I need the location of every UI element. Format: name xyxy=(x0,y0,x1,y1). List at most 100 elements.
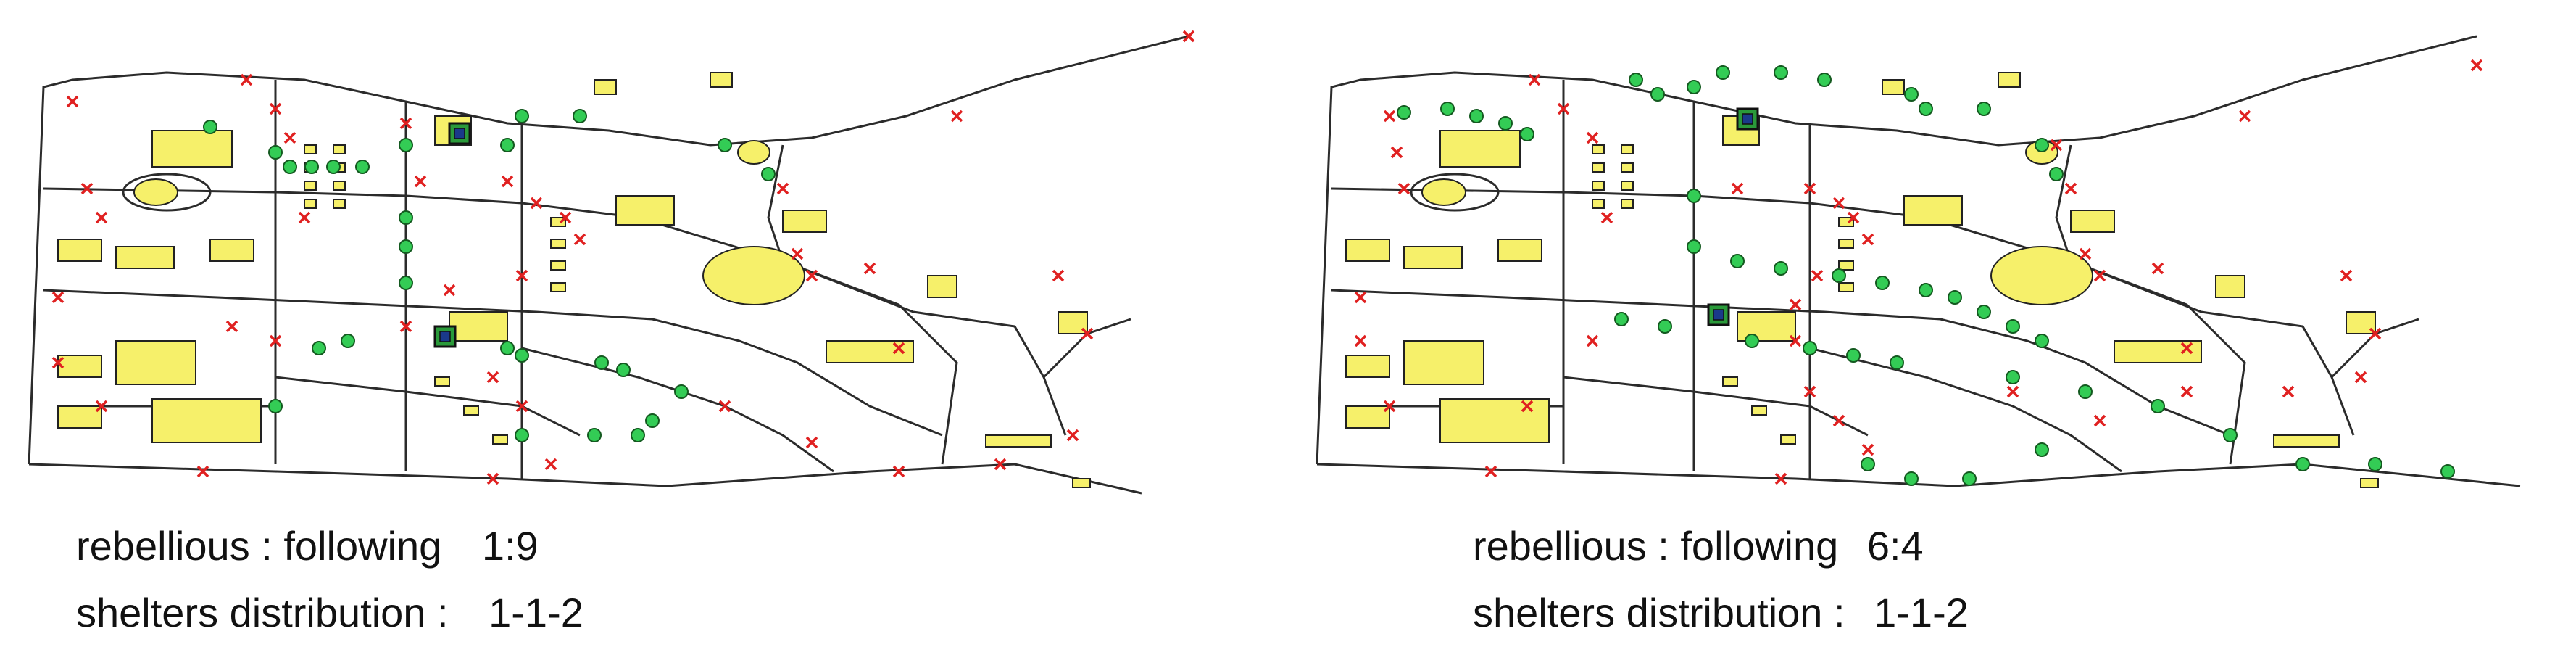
rebellious-agent-marker xyxy=(51,356,65,369)
following-agent-marker xyxy=(2151,399,2165,413)
rebellious-agent-marker xyxy=(1383,400,1396,413)
following-agent-marker xyxy=(1977,102,1991,116)
following-agent-marker xyxy=(2035,334,2049,348)
following-agent-marker xyxy=(268,145,283,160)
rebellious-agent-marker xyxy=(225,320,238,333)
rebellious-agent-marker xyxy=(1182,30,1195,43)
rebellious-agent-marker xyxy=(863,262,876,275)
rebellious-agent-marker xyxy=(298,211,311,224)
rebellious-agent-marker xyxy=(544,458,557,471)
rebellious-agent-marker xyxy=(892,465,905,478)
rebellious-agent-marker xyxy=(1803,182,1816,195)
rebellious-agent-marker xyxy=(776,182,789,195)
following-agent-marker xyxy=(573,109,587,123)
ratio-caption: rebellious : following 1:9 xyxy=(76,522,539,569)
following-agent-marker xyxy=(2049,167,2064,181)
following-agent-marker xyxy=(1890,355,1904,370)
rebellious-agent-marker xyxy=(1811,269,1824,282)
following-agent-marker xyxy=(2368,457,2382,471)
rebellious-agent-marker xyxy=(1731,182,1744,195)
following-agent-marker xyxy=(1614,312,1629,326)
following-agent-marker xyxy=(1520,127,1534,141)
rebellious-agent-marker xyxy=(791,247,804,260)
road-network xyxy=(1316,35,2521,487)
following-agent-marker xyxy=(1861,457,1875,471)
rebellious-agent-marker xyxy=(269,334,282,347)
distribution-value: 1-1-2 xyxy=(1874,590,1969,635)
ratio-label: rebellious : following xyxy=(1473,523,1839,569)
agents-left xyxy=(51,30,1195,485)
rebellious-agent-marker xyxy=(66,95,79,108)
following-agent-marker xyxy=(515,348,529,363)
rebellious-agent-marker xyxy=(1832,414,1845,427)
campus-map-right xyxy=(1316,35,2521,488)
following-agent-marker xyxy=(1948,290,1962,305)
rebellious-agent-marker xyxy=(1789,334,1802,347)
rebellious-agent-marker xyxy=(443,284,456,297)
rebellious-agent-marker xyxy=(1586,131,1599,144)
rebellious-agent-marker xyxy=(51,291,65,304)
buildings xyxy=(57,72,1091,488)
following-agent-marker xyxy=(1687,189,1701,203)
rebellious-agent-marker xyxy=(1397,182,1410,195)
following-agent-marker xyxy=(1875,276,1890,290)
following-agent-marker xyxy=(1745,334,1759,348)
small-buildings-row xyxy=(1592,144,2379,488)
following-agent-marker xyxy=(268,399,283,413)
rebellious-agent-marker xyxy=(2180,342,2193,355)
following-agent-marker xyxy=(1730,254,1745,268)
following-agent-marker xyxy=(1803,341,1817,355)
shelters xyxy=(1707,107,1759,326)
following-agent-marker xyxy=(2223,428,2238,442)
following-agent-marker xyxy=(1397,105,1411,120)
following-agent-marker xyxy=(312,341,326,355)
rebellious-agent-marker xyxy=(1847,211,1860,224)
following-agent-marker xyxy=(1658,319,1672,334)
following-agent-marker xyxy=(1962,471,1977,486)
following-agent-marker xyxy=(1774,261,1788,276)
map-panel-right: rebellious : following 6:4 shelters dist… xyxy=(1288,0,2576,647)
distribution-label: shelters distribution : xyxy=(76,590,449,635)
following-agent-marker xyxy=(1832,268,1846,283)
rebellious-agent-marker xyxy=(1081,327,1094,340)
following-agent-marker xyxy=(645,413,660,428)
rebellious-agent-marker xyxy=(1774,472,1787,485)
rebellious-agent-marker xyxy=(2050,139,2063,152)
following-agent-marker xyxy=(1687,239,1701,254)
distribution-caption: shelters distribution : 1-1-2 xyxy=(76,589,583,636)
rebellious-agent-marker xyxy=(805,269,818,282)
rebellious-agent-marker xyxy=(573,233,586,246)
rebellious-agent-marker xyxy=(2079,247,2092,260)
rebellious-agent-marker xyxy=(2093,269,2106,282)
following-agent-marker xyxy=(2006,319,2020,334)
map-panel-left: rebellious : following 1:9 shelters dist… xyxy=(28,30,1195,636)
rebellious-agent-marker xyxy=(2282,385,2295,398)
rebellious-agent-marker xyxy=(2238,110,2251,123)
rebellious-agent-marker xyxy=(399,320,412,333)
shelters xyxy=(433,122,471,348)
following-agent-marker xyxy=(203,120,217,134)
campus-map-left xyxy=(28,30,1195,495)
following-agent-marker xyxy=(515,109,529,123)
rebellious-agent-marker xyxy=(2369,327,2382,340)
rebellious-agent-marker xyxy=(501,175,514,188)
ratio-label: rebellious : following xyxy=(76,523,442,569)
rebellious-agent-marker xyxy=(559,211,572,224)
ratio-value: 6:4 xyxy=(1866,523,1924,569)
rebellious-agent-marker xyxy=(269,102,282,115)
rebellious-agent-marker xyxy=(2340,269,2353,282)
following-agent-marker xyxy=(1919,102,1933,116)
following-agent-marker xyxy=(1716,65,1730,80)
following-agent-marker xyxy=(1846,348,1861,363)
rebellious-agent-marker xyxy=(1052,269,1065,282)
rebellious-agent-marker xyxy=(1600,211,1613,224)
ratio-value: 1:9 xyxy=(481,523,539,569)
following-agent-marker xyxy=(341,334,355,348)
rebellious-agent-marker xyxy=(2064,182,2077,195)
following-agent-marker xyxy=(2440,464,2455,479)
following-agent-marker xyxy=(1904,87,1919,102)
following-agent-marker xyxy=(399,239,413,254)
following-agent-marker xyxy=(1440,102,1455,116)
rebellious-agent-marker xyxy=(414,175,427,188)
following-agent-marker xyxy=(2295,457,2310,471)
